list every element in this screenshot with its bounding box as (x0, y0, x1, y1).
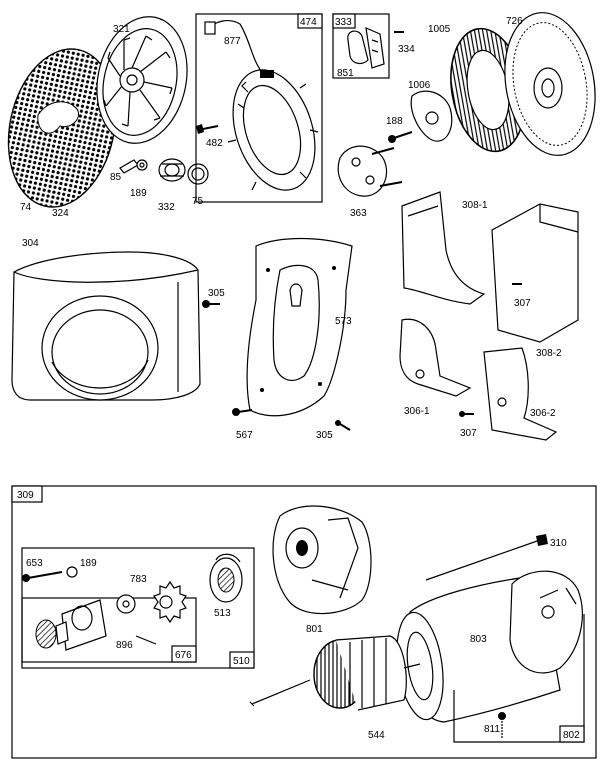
callout-306-1: 306-1 (404, 406, 430, 417)
callout-851: 851 (337, 68, 354, 79)
callout-308-1a: 308-1 (462, 200, 488, 211)
callout-544: 544 (368, 730, 385, 741)
ring-189b (66, 566, 78, 578)
callout-305a: 305 (208, 288, 225, 299)
callout-304: 304 (22, 238, 39, 249)
screw-811 (498, 712, 506, 738)
callout-811: 811 (484, 724, 500, 735)
callout-189a: 189 (130, 188, 147, 199)
callout-307b: 307 (460, 428, 477, 439)
bolt-653 (22, 571, 63, 582)
shield-308-1 (401, 191, 486, 305)
callout-726: 726 (506, 16, 523, 27)
callout-189b: 189 (80, 558, 97, 569)
callout-801: 801 (306, 624, 323, 635)
label-box-510 (229, 651, 255, 669)
box-333 (332, 13, 404, 79)
box-676 (21, 597, 197, 663)
through-bolt-310 (425, 534, 548, 581)
callout-567: 567 (236, 430, 253, 441)
callout-676: 676 (175, 650, 192, 661)
callout-307a: 307 (514, 298, 531, 309)
rotating-screen (7, 48, 117, 208)
callout-75: 75 (192, 196, 204, 207)
screw-188 (388, 131, 413, 143)
callout-334: 334 (398, 44, 415, 55)
callout-363: 363 (350, 208, 367, 219)
screw-305a (202, 300, 220, 308)
callout-482: 482 (206, 138, 223, 149)
screw-307b (459, 411, 474, 417)
washer (116, 594, 136, 614)
callout-802: 802 (563, 730, 580, 741)
box-474 (195, 13, 323, 203)
callout-labels: 321 474 877 333 334 851 1005 726 1006 18… (17, 16, 580, 741)
callout-306-2: 306-2 (530, 408, 556, 419)
screw-305b (335, 420, 351, 431)
bolt-482 (196, 124, 219, 134)
callout-803: 803 (470, 634, 487, 645)
callout-309: 309 (17, 490, 34, 501)
callout-85: 85 (110, 172, 122, 183)
flywheel-726 (504, 12, 596, 156)
callout-321: 321 (113, 24, 130, 35)
fan-flywheel (96, 16, 188, 144)
screw-567 (232, 408, 253, 416)
callout-188: 188 (386, 116, 403, 127)
label-box-676 (171, 645, 197, 663)
baffle-573 (246, 237, 353, 417)
callout-333: 333 (335, 17, 352, 28)
gear-783 (153, 580, 187, 624)
callout-783: 783 (130, 574, 147, 585)
callout-510: 510 (233, 656, 250, 667)
deflector-306-2 (483, 347, 558, 441)
pin-896 (135, 635, 157, 645)
callout-1006: 1006 (408, 80, 431, 91)
callout-324: 324 (52, 208, 69, 219)
callout-74: 74 (20, 202, 32, 213)
callout-653: 653 (26, 558, 43, 569)
callout-513: 513 (214, 608, 231, 619)
callout-1005: 1005 (428, 24, 451, 35)
blower-housing-304 (11, 251, 201, 401)
callout-305b: 305 (316, 430, 333, 441)
armature-544 (249, 635, 421, 711)
callout-877: 877 (224, 36, 241, 47)
callout-332: 332 (158, 202, 175, 213)
callout-310: 310 (550, 538, 567, 549)
drive-clutch-676 (35, 599, 107, 651)
box-309 (11, 485, 597, 759)
small-hardware-group (119, 158, 209, 185)
label-box-309 (11, 485, 43, 503)
bracket-363 (337, 145, 403, 197)
callout-474: 474 (300, 17, 317, 28)
plate-1006 (410, 90, 453, 142)
deflector-306-1 (399, 318, 472, 397)
pinion-513 (209, 553, 243, 603)
callout-308-2a: 308-2 (536, 348, 562, 359)
callout-896: 896 (116, 640, 133, 651)
shield-308-2 (491, 203, 579, 343)
callout-573: 573 (335, 316, 352, 327)
end-cap-801 (272, 505, 372, 615)
end-cap-802 (453, 570, 585, 743)
